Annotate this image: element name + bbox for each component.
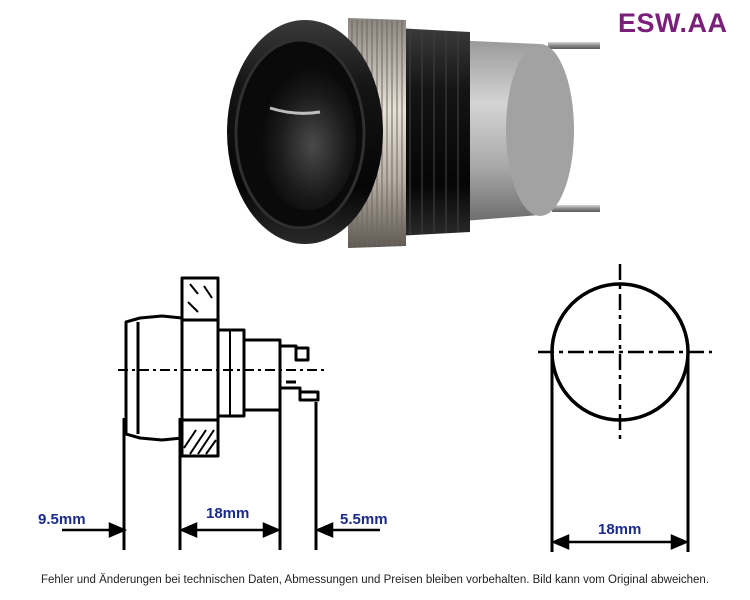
dim-body-length: 18mm [206, 505, 249, 522]
disclaimer-text: Fehler und Änderungen bei technischen Da… [40, 574, 710, 586]
terminal-upper [280, 344, 310, 362]
product-photo [227, 18, 600, 248]
dim-diameter: 18mm [598, 521, 641, 538]
brand-logo: ESW.AA [618, 8, 728, 38]
terminal-lower [280, 386, 320, 402]
side-view-bezel [124, 314, 184, 442]
terminal-pin-top [548, 42, 600, 49]
side-view-nut [180, 276, 220, 322]
lens [260, 66, 356, 210]
technical-drawing: 9.5mm 18mm 5.5mm 18mm [38, 264, 712, 552]
threaded-section [395, 28, 470, 236]
dim-front-depth: 9.5mm [38, 511, 86, 528]
dim-terminal-length: 5.5mm [340, 511, 388, 528]
terminal-pin-bottom [552, 205, 600, 212]
